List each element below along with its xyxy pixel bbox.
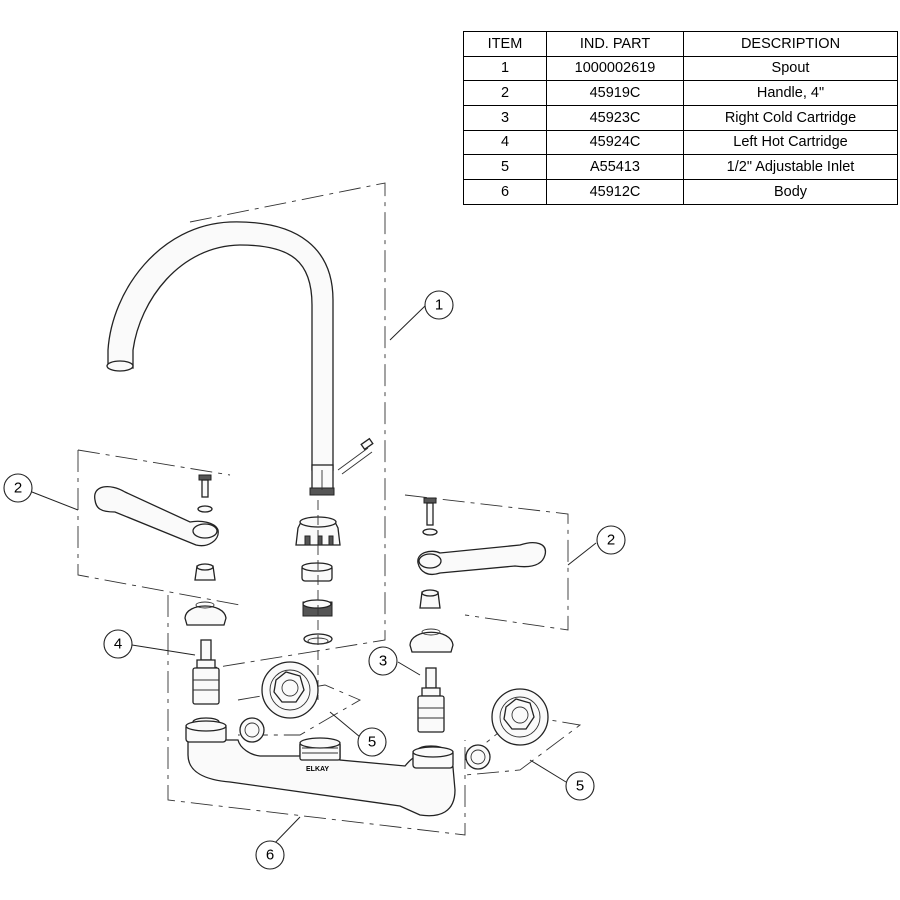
table-row: 4 45924C Left Hot Cartridge	[463, 129, 898, 156]
header-item: ITEM	[463, 31, 547, 57]
item-cell: 2	[463, 80, 547, 107]
leader-lines	[31, 305, 597, 849]
part-cell: A55413	[546, 154, 684, 181]
spout-assembly-boundary	[189, 182, 386, 671]
callout-handle-left: 2	[3, 473, 33, 503]
item-cell: 4	[463, 129, 547, 156]
callout-inlet-left: 5	[357, 727, 387, 757]
part-cell: 45923C	[546, 105, 684, 131]
callout-inlet-right: 5	[565, 771, 595, 801]
item-cell: 5	[463, 154, 547, 181]
table-row: 5 A55413 1/2" Adjustable Inlet	[463, 154, 898, 181]
callout-label: 3	[379, 653, 387, 670]
callout-cartridge-right: 3	[368, 646, 398, 676]
table-row: 3 45923C Right Cold Cartridge	[463, 105, 898, 131]
left-handle	[94, 474, 227, 626]
body-brand-mark: ELKAY	[306, 766, 329, 773]
callout-cartridge-left: 4	[103, 629, 133, 659]
header-part: IND. PART	[546, 31, 684, 57]
body-boundary	[167, 595, 466, 836]
callout-spout: 1	[424, 290, 454, 320]
table-header-row: ITEM IND. PART DESCRIPTION	[463, 31, 898, 57]
part-cell: 45919C	[546, 80, 684, 107]
right-handle	[409, 497, 547, 653]
right-inlet	[465, 688, 549, 770]
item-cell: 6	[463, 179, 547, 205]
right-handle-boundary	[404, 494, 569, 631]
table-row: 2 45919C Handle, 4"	[463, 80, 898, 107]
callout-handle-right: 2	[596, 525, 626, 555]
part-cell: 45912C	[546, 179, 684, 205]
callout-label: 5	[368, 734, 376, 751]
table-row: 6 45912C Body	[463, 179, 898, 205]
callout-label: 2	[14, 480, 22, 497]
part-cell: 1000002619	[546, 55, 684, 82]
callout-label: 5	[576, 778, 584, 795]
part-cell: 45924C	[546, 129, 684, 156]
callout-label: 2	[607, 532, 615, 549]
callout-label: 4	[114, 636, 122, 653]
callout-body: 6	[255, 840, 285, 870]
callout-label: 1	[435, 297, 443, 314]
description-cell: Handle, 4"	[683, 80, 898, 107]
description-cell: Body	[683, 179, 898, 205]
left-inlet	[239, 661, 319, 743]
faucet-body: ELKAY	[185, 720, 456, 817]
spout-nut-stack	[295, 500, 341, 700]
left-cartridge	[192, 639, 220, 727]
callout-label: 6	[266, 847, 274, 864]
item-cell: 1	[463, 55, 547, 82]
right-cartridge	[417, 667, 445, 755]
spout	[106, 221, 374, 496]
table-row: 1 1000002619 Spout	[463, 55, 898, 82]
left-handle-boundary	[77, 449, 241, 606]
description-cell: Left Hot Cartridge	[683, 129, 898, 156]
description-cell: Right Cold Cartridge	[683, 105, 898, 131]
parts-table: ITEM IND. PART DESCRIPTION 1 1000002619 …	[463, 31, 898, 205]
